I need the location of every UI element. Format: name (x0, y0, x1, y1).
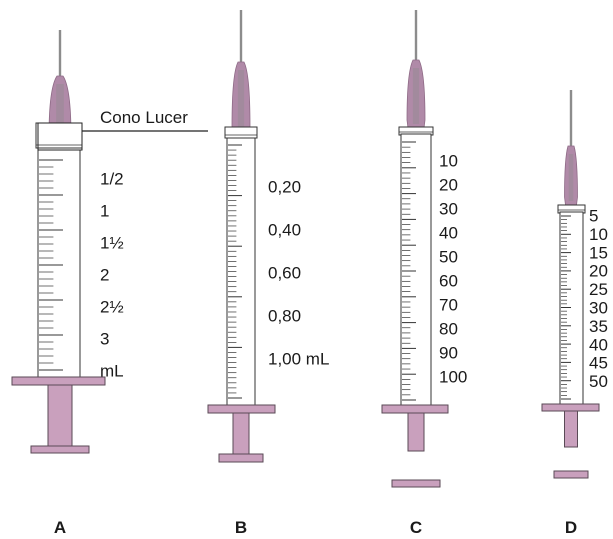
scale-label: 20 (439, 175, 458, 194)
plunger-rod (407, 412, 425, 452)
graduation-scale (228, 144, 242, 399)
callout-box (37, 122, 83, 151)
syringe-b: 0,20 0,40 0,60 0,80 1,00 mL B (207, 10, 329, 537)
hub-core (568, 154, 574, 201)
scale-label: mL (100, 361, 124, 380)
graduation-scale (561, 215, 571, 400)
scale-label: 0,60 (268, 263, 301, 282)
scale-label: 70 (439, 295, 458, 314)
scale-label: 100 (439, 367, 467, 386)
scale-label: 1/2 (100, 169, 124, 188)
hub-core (56, 84, 64, 140)
scale-label: 2 (100, 265, 109, 284)
barrel (37, 149, 81, 379)
scale-label: 60 (439, 271, 458, 290)
scale-label: 45 (589, 354, 608, 373)
scale-label: 0,20 (268, 177, 301, 196)
syringe-caption: B (235, 518, 247, 537)
scale-label: 50 (439, 247, 458, 266)
syringe-caption: D (565, 518, 577, 537)
scale-label: 0,40 (268, 220, 301, 239)
scale-label: 10 (439, 151, 458, 170)
barrel-collar (224, 126, 258, 139)
scale-label: 50 (589, 372, 608, 391)
scale-label: 40 (439, 223, 458, 242)
scale-label: 90 (439, 343, 458, 362)
scale-label: 30 (439, 199, 458, 218)
scale-label: 1 (100, 201, 109, 220)
finger-flange (541, 403, 600, 412)
plunger-rod (232, 412, 250, 456)
thumb-press (30, 445, 90, 454)
scale-label: 1½ (100, 233, 124, 252)
thumb-press (218, 453, 264, 463)
graduation-scale (402, 141, 416, 401)
scale-label: 0,80 (268, 306, 301, 325)
scale-label: 30 (589, 298, 608, 317)
hub-core (412, 68, 420, 124)
scale-label: 35 (589, 317, 608, 336)
graduation-scale (39, 159, 63, 371)
scale-label: 80 (439, 319, 458, 338)
luer-cone-callout: Cono Lucer (37, 108, 208, 151)
plunger-rod (47, 384, 73, 448)
scale-label: 15 (589, 243, 608, 262)
finger-flange (207, 404, 276, 414)
syringe-caption: A (54, 518, 66, 537)
thumb-press (391, 479, 441, 488)
callout-label: Cono Lucer (100, 108, 188, 127)
syringe-a: 1/2 1 1½ 2 2½ 3 mL A (11, 30, 124, 537)
hub-core (237, 70, 245, 130)
scale-label: 5 (589, 206, 598, 225)
plunger-rod (564, 410, 578, 448)
syringe-caption: C (410, 518, 422, 537)
scale-label: 20 (589, 262, 608, 281)
scale-label: 40 (589, 335, 608, 354)
finger-flange (11, 376, 106, 386)
scale-label: 3 (100, 329, 109, 348)
scale-label: 10 (589, 225, 608, 244)
thumb-press (553, 470, 589, 479)
barrel (400, 133, 432, 406)
scale-label: 1,00 mL (268, 349, 329, 368)
finger-flange (381, 404, 449, 414)
barrel-collar (35, 122, 83, 149)
scale-label: 2½ (100, 297, 124, 316)
scale-label: 25 (589, 280, 608, 299)
